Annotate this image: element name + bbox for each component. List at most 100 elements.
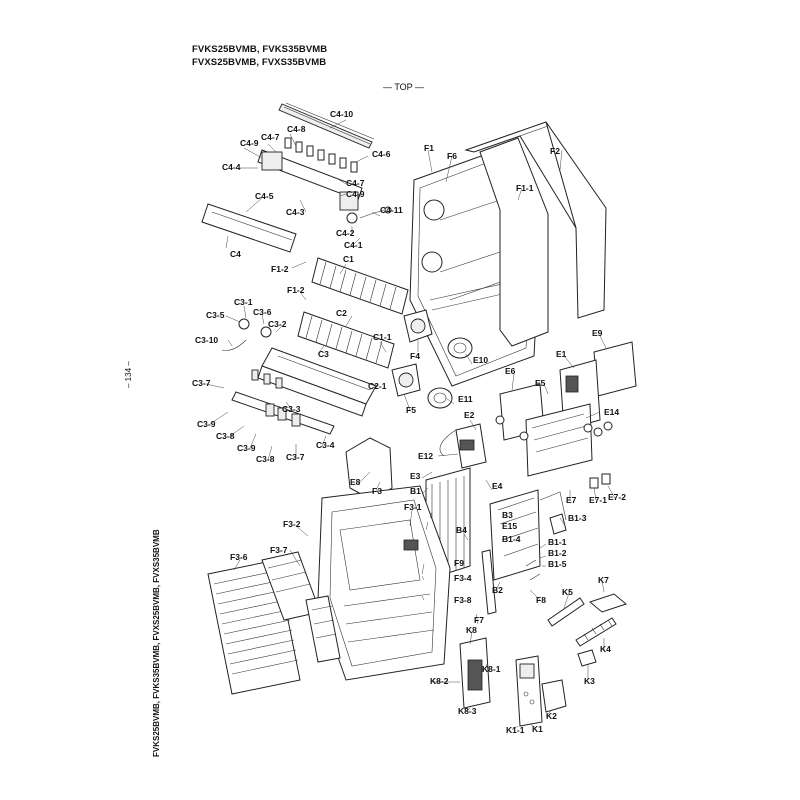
label-e14: E14 bbox=[604, 407, 619, 417]
label-c3-1: C3-1 bbox=[234, 297, 253, 307]
label-c4-9-lower: C4-9 bbox=[346, 189, 365, 199]
label-e2: E2 bbox=[464, 410, 475, 420]
label-c4-2: C4-2 bbox=[336, 228, 355, 238]
label-c3-10: C3-10 bbox=[195, 335, 218, 345]
label-k8-1: K8-1 bbox=[482, 664, 501, 674]
label-e4: E4 bbox=[492, 481, 503, 491]
label-b4: B4 bbox=[456, 525, 467, 535]
label-f1: F1 bbox=[424, 143, 434, 153]
label-c4-8: C4-8 bbox=[287, 124, 306, 134]
label-f1-1: F1-1 bbox=[516, 183, 534, 193]
wall-holder-k8 bbox=[459, 637, 491, 709]
label-f6: F6 bbox=[447, 151, 457, 161]
label-f3-4: F3-4 bbox=[454, 573, 472, 583]
label-e8: E8 bbox=[350, 477, 361, 487]
label-k8: K8 bbox=[466, 625, 477, 635]
clip-k3 bbox=[577, 649, 597, 667]
label-c3-4: C3-4 bbox=[316, 440, 335, 450]
label-e11: E11 bbox=[458, 394, 473, 404]
label-b1-3: B1-3 bbox=[568, 513, 587, 523]
label-b1-5: B1-5 bbox=[548, 559, 567, 569]
fan-c1 bbox=[311, 257, 409, 315]
model-header-line-2: FVXS25BVMB, FVXS35BVMB bbox=[192, 57, 327, 68]
leader-lines bbox=[205, 119, 617, 731]
fan-c2 bbox=[297, 311, 395, 369]
label-f4: F4 bbox=[410, 351, 420, 361]
label-f9: F9 bbox=[454, 558, 464, 568]
label-c3-7: C3-7 bbox=[192, 378, 211, 388]
label-e3: E3 bbox=[410, 471, 421, 481]
top-panel-f2 bbox=[464, 121, 607, 319]
label-f5: F5 bbox=[406, 405, 416, 415]
top-orientation-label: — TOP — bbox=[383, 82, 425, 92]
motor-e11 bbox=[427, 387, 453, 409]
label-f3-6: F3-6 bbox=[230, 552, 248, 562]
label-k5: K5 bbox=[562, 587, 573, 597]
label-e10: E10 bbox=[473, 355, 488, 365]
label-f2: F2 bbox=[550, 146, 560, 156]
front-frame-f3 bbox=[317, 485, 451, 681]
louver-linkage-c3 bbox=[221, 318, 335, 435]
label-k3: K3 bbox=[584, 676, 595, 686]
label-f7: F7 bbox=[474, 615, 484, 625]
label-f3: F3 bbox=[372, 486, 382, 496]
label-f3-8: F3-8 bbox=[454, 595, 472, 605]
label-c3-8-lower: C3-8 bbox=[256, 454, 275, 464]
label-b3: B3 bbox=[502, 510, 513, 520]
label-e6: E6 bbox=[505, 366, 516, 376]
motor-e10 bbox=[447, 337, 473, 359]
label-b1: B1 bbox=[410, 486, 421, 496]
label-c4-5: C4-5 bbox=[255, 191, 274, 201]
drain-pan-c3 bbox=[257, 347, 377, 417]
pipe-k5 bbox=[547, 597, 585, 627]
label-k7: K7 bbox=[598, 575, 609, 585]
label-e7-2: E7-2 bbox=[608, 492, 626, 502]
label-e15: E15 bbox=[502, 521, 517, 531]
label-k1: K1 bbox=[532, 724, 543, 734]
label-f1-2: F1-2 bbox=[271, 264, 289, 274]
motor-f4 bbox=[403, 309, 433, 343]
label-c3-2: C3-2 bbox=[268, 319, 287, 329]
remote-control-k1 bbox=[515, 655, 543, 727]
label-b2: B2 bbox=[492, 585, 503, 595]
label-c4-10: C4-10 bbox=[330, 109, 353, 119]
small-parts bbox=[481, 473, 611, 615]
label-f3-1: F3-1 bbox=[404, 502, 422, 512]
label-k2: K2 bbox=[546, 711, 557, 721]
sheet-k7 bbox=[588, 593, 628, 613]
horizontal-blade-c4 bbox=[201, 203, 297, 253]
label-c4: C4 bbox=[230, 249, 241, 259]
label-c1-1: C1-1 bbox=[373, 332, 392, 342]
label-e1: E1 bbox=[556, 349, 567, 359]
label-c3-6: C3-6 bbox=[253, 307, 272, 317]
louver-c4-10 bbox=[278, 102, 375, 149]
label-f1-2-lower: F1-2 bbox=[287, 285, 305, 295]
label-k4: K4 bbox=[600, 644, 611, 654]
label-c3-9: C3-9 bbox=[197, 419, 216, 429]
label-f8: F8 bbox=[536, 595, 546, 605]
label-c4-7: C4-7 bbox=[261, 132, 280, 142]
label-e7-1: E7-1 bbox=[589, 495, 607, 505]
label-c2-1: C2-1 bbox=[368, 381, 387, 391]
label-c4-7-lower: C4-7 bbox=[346, 178, 365, 188]
label-e9: E9 bbox=[592, 328, 603, 338]
label-f3-2: F3-2 bbox=[283, 519, 301, 529]
label-c3-5: C3-5 bbox=[206, 310, 225, 320]
label-k8-3: K8-3 bbox=[458, 706, 477, 716]
label-c3-9-lower: C3-9 bbox=[237, 443, 256, 453]
panel-e8 bbox=[345, 437, 393, 501]
label-e5: E5 bbox=[535, 378, 546, 388]
holder-k2 bbox=[541, 679, 567, 713]
label-b1-1: B1-1 bbox=[548, 537, 567, 547]
panel-f1-1 bbox=[479, 137, 549, 347]
label-c4-3: C4-3 bbox=[286, 207, 305, 217]
motor-f5 bbox=[391, 363, 421, 397]
label-c4-9: C4-9 bbox=[240, 138, 259, 148]
air-filter-f3-7 bbox=[261, 551, 341, 663]
label-c3: C3 bbox=[318, 349, 329, 359]
label-c3-8: C3-8 bbox=[216, 431, 235, 441]
label-c4-4: C4-4 bbox=[222, 162, 241, 172]
label-c1: C1 bbox=[343, 254, 354, 264]
